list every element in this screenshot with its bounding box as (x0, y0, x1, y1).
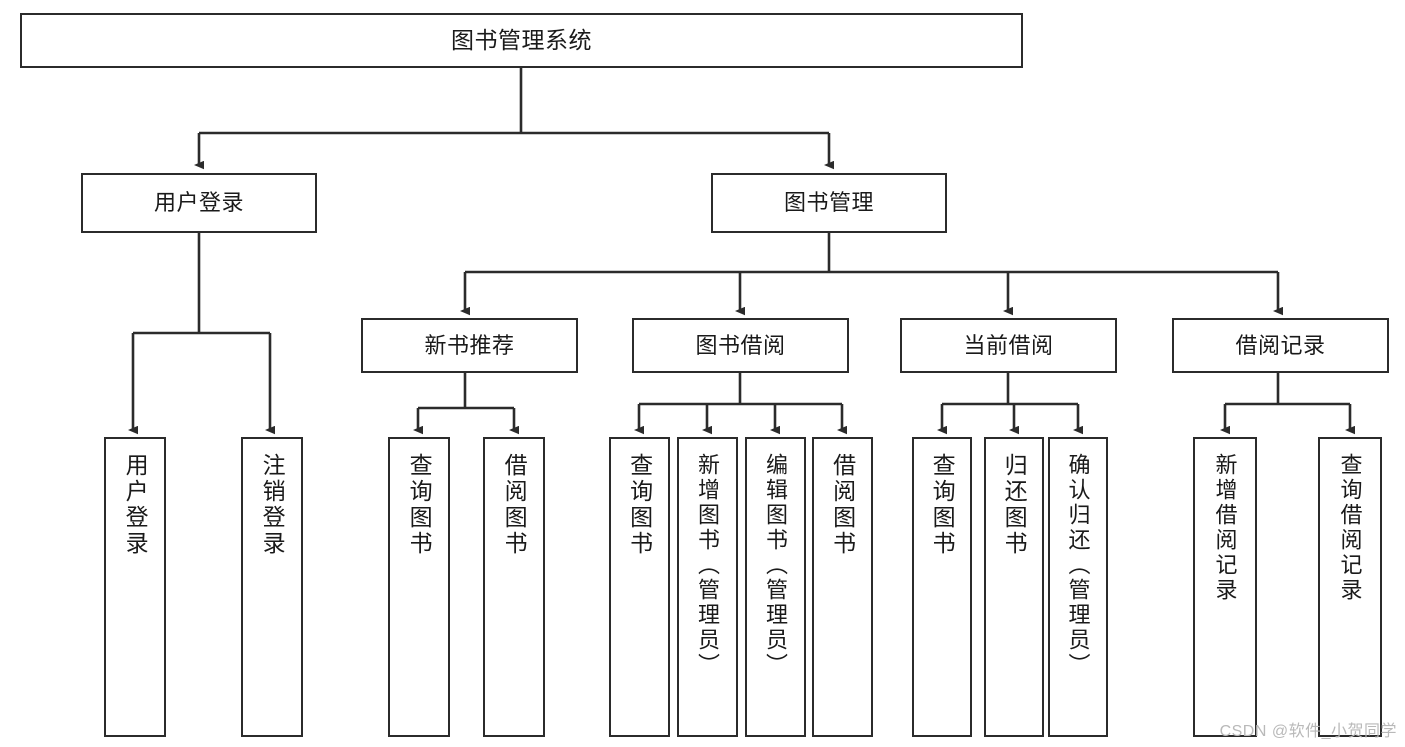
node-label: 用户登录 (122, 453, 149, 557)
node-leaf-borrow-book-recommend[interactable]: 借阅图书 (483, 437, 545, 737)
node-label: 借阅记录 (1235, 332, 1326, 358)
node-label: 当前借阅 (963, 332, 1054, 358)
node-leaf-query-book-borrow[interactable]: 查询图书 (609, 437, 670, 737)
node-leaf-confirm-return[interactable]: 确认归还（管理员） (1048, 437, 1108, 737)
node-label: 查询图书 (626, 453, 653, 557)
node-leaf-query-book-recommend[interactable]: 查询图书 (388, 437, 450, 737)
node-root-book-management-system[interactable]: 图书管理系统 (20, 13, 1023, 68)
node-leaf-logout[interactable]: 注销登录 (241, 437, 303, 737)
node-label: 查询图书 (406, 453, 433, 557)
node-leaf-query-borrow-record[interactable]: 查询借阅记录 (1318, 437, 1382, 737)
node-new-book-recommend[interactable]: 新书推荐 (361, 318, 578, 373)
node-book-management[interactable]: 图书管理 (711, 173, 947, 233)
node-user-login[interactable]: 用户登录 (81, 173, 317, 233)
csdn-watermark: CSDN @软件_小贺同学 (1219, 723, 1397, 740)
node-label: 用户登录 (153, 190, 244, 216)
node-label: 注销登录 (259, 453, 286, 557)
node-leaf-add-borrow-record[interactable]: 新增借阅记录 (1193, 437, 1257, 737)
node-label: 查询借阅记录 (1337, 453, 1363, 603)
node-label: 新增借阅记录 (1212, 453, 1238, 603)
node-borrow-record[interactable]: 借阅记录 (1172, 318, 1389, 373)
node-label: 新书推荐 (424, 332, 515, 358)
node-label: 借阅图书 (829, 453, 856, 557)
node-label: 图书管理 (783, 190, 874, 216)
node-label: 编辑图书（管理员） (763, 453, 789, 678)
node-leaf-return-book[interactable]: 归还图书 (984, 437, 1044, 737)
node-leaf-borrow-book[interactable]: 借阅图书 (812, 437, 873, 737)
node-current-borrow[interactable]: 当前借阅 (900, 318, 1117, 373)
node-label: 借阅图书 (501, 453, 528, 557)
node-label: 查询图书 (929, 453, 956, 557)
node-leaf-user-login[interactable]: 用户登录 (104, 437, 166, 737)
node-label: 图书管理系统 (451, 26, 592, 53)
node-leaf-add-book[interactable]: 新增图书（管理员） (677, 437, 738, 737)
node-label: 新增图书（管理员） (695, 453, 721, 678)
node-label: 图书借阅 (695, 332, 786, 358)
node-label: 确认归还（管理员） (1065, 453, 1091, 678)
node-leaf-edit-book[interactable]: 编辑图书（管理员） (745, 437, 806, 737)
node-label: 归还图书 (1001, 453, 1028, 557)
node-leaf-query-book-current[interactable]: 查询图书 (912, 437, 972, 737)
node-book-borrow[interactable]: 图书借阅 (632, 318, 849, 373)
